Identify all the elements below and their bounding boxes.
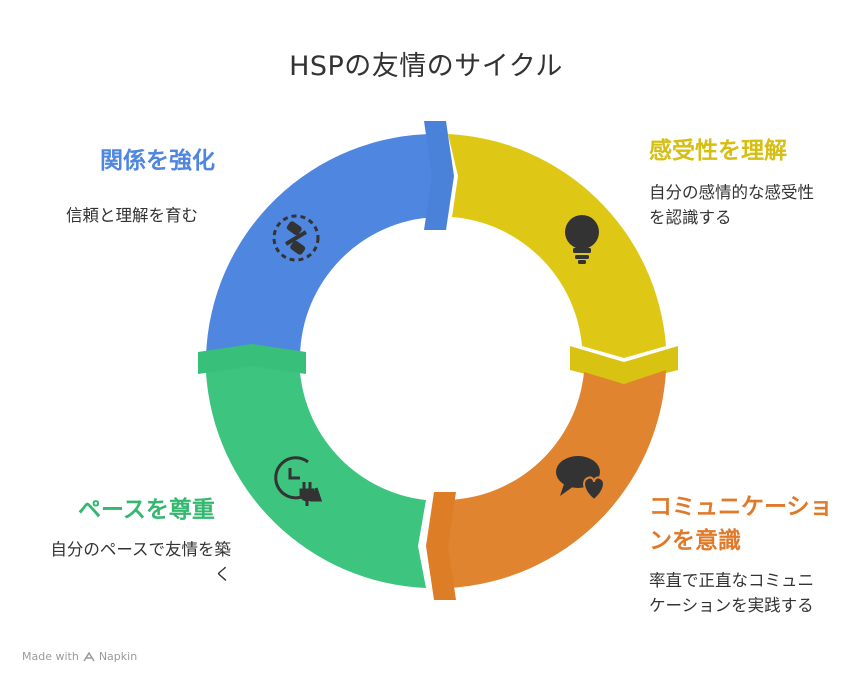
heading-strengthen-relationship: 関係を強化 xyxy=(100,148,215,174)
heading-respect-pace: ペースを尊重 xyxy=(78,497,215,523)
arrow-tab-blue xyxy=(424,121,454,230)
handshake-icon xyxy=(272,214,320,262)
description-understand-sensitivity: 自分の感情的な感受性を認識する xyxy=(649,183,814,227)
arrow-tab-green xyxy=(198,344,306,374)
diagram-title: HSPの友情のサイクル xyxy=(289,51,563,82)
clock-plug-icon xyxy=(274,456,323,506)
description-respect-pace: 自分のペースで友情を築く xyxy=(50,540,231,584)
napkin-logo-icon xyxy=(83,651,95,661)
arrow-tab-yellow xyxy=(570,346,678,384)
heading-mindful-communication: コミュニケーションを意識 xyxy=(649,494,833,554)
segment-strengthen-relationship xyxy=(206,133,448,356)
segment-respect-pace xyxy=(206,360,426,588)
description-mindful-communication: 率直で正直なコミュニケーションを実践する xyxy=(649,571,814,615)
description-strengthen-relationship: 信頼と理解を育む xyxy=(66,206,198,225)
heading-understand-sensitivity: 感受性を理解 xyxy=(649,138,787,164)
lightbulb-icon xyxy=(565,215,599,264)
footer-attribution[interactable]: Made with Napkin xyxy=(22,650,137,663)
chat-heart-icon xyxy=(556,456,605,502)
footer-made-with: Made with xyxy=(22,650,79,663)
arrow-tab-orange xyxy=(426,492,456,600)
footer-brand: Napkin xyxy=(98,650,138,663)
segment-mindful-communication xyxy=(436,370,666,588)
segment-understand-sensitivity xyxy=(448,134,666,358)
